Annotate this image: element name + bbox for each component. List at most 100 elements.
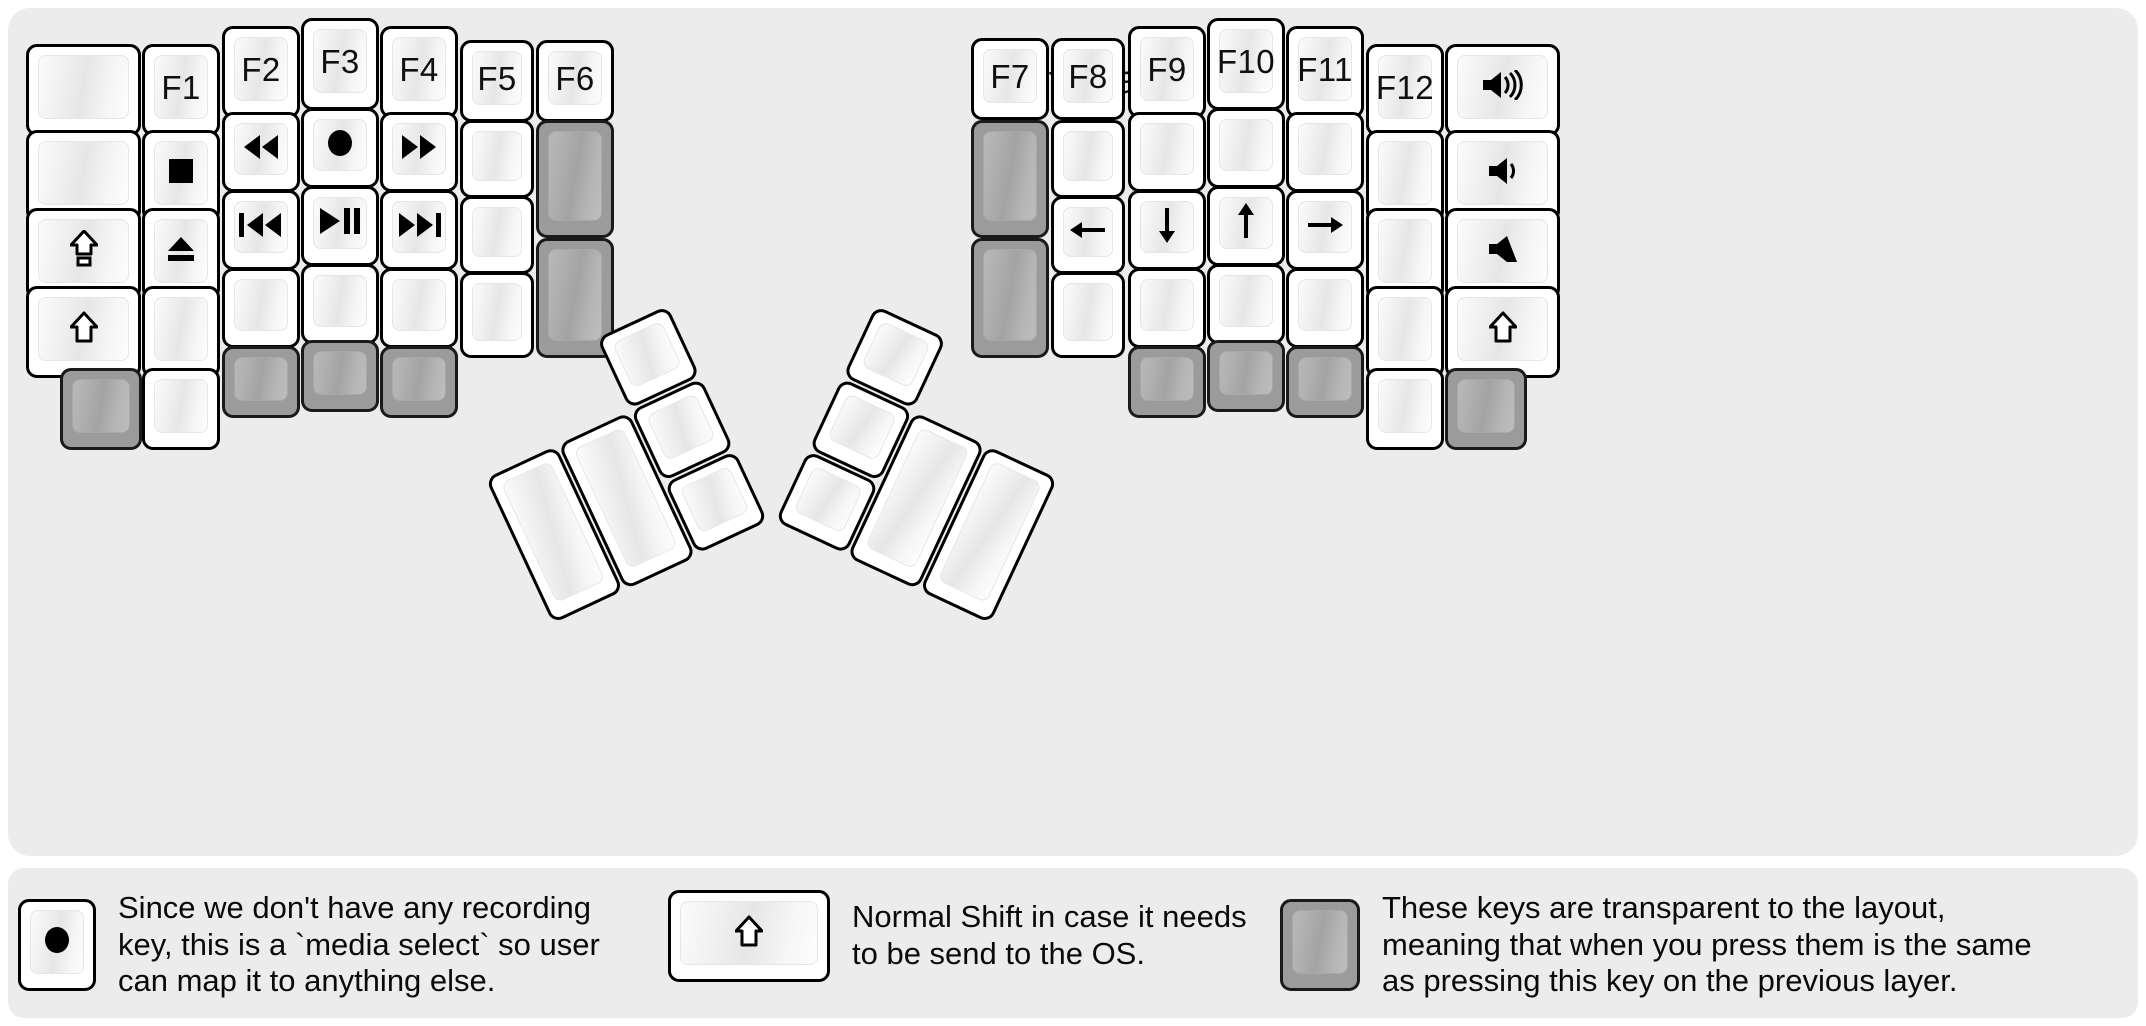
keycap-face (1219, 119, 1273, 171)
key-l-c4-r1[interactable]: F3 (301, 18, 379, 110)
key-r-c6-r5[interactable] (1366, 368, 1444, 450)
key-legend-record-k[interactable] (18, 898, 96, 991)
keycap-body (301, 108, 379, 188)
key-l-c3-r3[interactable] (222, 190, 300, 270)
keycap-face: F5 (472, 51, 522, 105)
key-r-c1-r3[interactable] (971, 238, 1049, 358)
keycap-body (1207, 264, 1285, 344)
caps-lock-icon (69, 229, 98, 272)
key-l-c1-r1[interactable] (26, 44, 141, 136)
keycap-body (222, 346, 300, 418)
key-l-c2-r4[interactable] (142, 286, 220, 378)
keycap-body (222, 112, 300, 192)
key-r-c5-r5[interactable] (1286, 346, 1364, 418)
keycap-face (472, 131, 522, 181)
key-l-c3-r1[interactable]: F2 (222, 26, 300, 118)
keycap-face: F6 (548, 51, 602, 105)
keycap-body: F8 (1051, 38, 1125, 120)
legend-transparent-swatch (1280, 898, 1360, 991)
key-l-c3-r5[interactable] (222, 346, 300, 418)
key-r-c4-r1[interactable]: F10 (1207, 18, 1285, 110)
key-r-c6-r3[interactable] (1366, 208, 1444, 300)
key-r-c5-r1[interactable]: F11 (1286, 26, 1364, 118)
key-r-c5-r4[interactable] (1286, 268, 1364, 348)
key-r-c6-r4[interactable] (1366, 286, 1444, 378)
key-l-c2-r5[interactable] (142, 368, 220, 450)
key-l-c7-r3[interactable] (536, 238, 614, 358)
key-label: F9 (1147, 50, 1187, 88)
keycap-body: F6 (536, 40, 614, 122)
keycap-face: F2 (234, 37, 288, 101)
key-l-c1-r5[interactable] (60, 368, 142, 450)
keycap-body (1366, 368, 1444, 450)
keycap-face (548, 249, 602, 341)
keycap-face: F9 (1140, 37, 1194, 101)
key-l-c5-r3[interactable] (380, 190, 458, 270)
keycap-body (971, 238, 1049, 358)
key-l-c4-r5[interactable] (301, 340, 379, 412)
key-l-c1-r2[interactable] (26, 130, 141, 222)
key-r-c7-r3[interactable] (1445, 208, 1560, 300)
key-r-c7-r5[interactable] (1445, 368, 1527, 450)
key-r-c3-r3[interactable] (1128, 190, 1206, 270)
key-l-c5-r1[interactable]: F4 (380, 26, 458, 118)
keycap-face (30, 909, 84, 974)
key-r-c3-r5[interactable] (1128, 346, 1206, 418)
arrow-left-icon (1070, 217, 1106, 247)
keycap-face (392, 279, 446, 331)
key-label: F5 (477, 59, 517, 97)
keycap-face: F11 (1297, 37, 1352, 101)
key-l-c6-r4[interactable] (460, 272, 534, 358)
key-r-c6-r2[interactable] (1366, 130, 1444, 222)
key-r-c5-r3[interactable] (1286, 190, 1364, 270)
keycap-face (793, 465, 864, 534)
key-l-c7-r2[interactable] (536, 120, 614, 238)
key-r-c2-r4[interactable] (1051, 272, 1125, 358)
key-l-c1-r3[interactable] (26, 208, 141, 300)
key-r-c4-r5[interactable] (1207, 340, 1285, 412)
key-r-c1-r1[interactable]: F7 (971, 38, 1049, 120)
keycap-face (827, 393, 898, 462)
keycap-face (1378, 297, 1432, 361)
eject-icon (166, 234, 196, 268)
key-legend-shift-k[interactable] (668, 890, 830, 982)
keycap-face (38, 55, 129, 119)
keycap-body (1366, 208, 1444, 300)
keycap-body: F12 (1366, 44, 1444, 136)
key-r-c2-r3[interactable] (1051, 196, 1125, 274)
key-r-c4-r4[interactable] (1207, 264, 1285, 344)
next-track-icon (396, 212, 442, 242)
key-l-c6-r3[interactable] (460, 196, 534, 274)
key-r-c7-r2[interactable] (1445, 130, 1560, 222)
key-l-c2-r3[interactable] (142, 208, 220, 300)
keycap-body (26, 44, 141, 136)
keycap-body (60, 368, 142, 450)
key-r-c6-r1[interactable]: F12 (1366, 44, 1444, 136)
key-r-c7-r1[interactable] (1445, 44, 1560, 136)
legend-record-text: Since we don't have any recording key, t… (118, 890, 600, 999)
key-r-c7-r4[interactable] (1445, 286, 1560, 378)
keycap-face (313, 119, 367, 171)
arrow-up-icon (1233, 203, 1259, 243)
keycap-face (313, 197, 367, 249)
key-label: F12 (1375, 68, 1435, 106)
key-r-c2-r1[interactable]: F8 (1051, 38, 1125, 120)
key-l-c3-r2[interactable] (222, 112, 300, 192)
key-l-c2-r1[interactable]: F1 (142, 44, 220, 136)
right-thumb-cluster (8, 8, 2138, 856)
shift-icon (69, 311, 98, 347)
key-l-c4-r2[interactable] (301, 108, 379, 188)
key-l-c7-r1[interactable]: F6 (536, 40, 614, 122)
key-r-c1-r2[interactable] (971, 120, 1049, 238)
keycap-face (1219, 197, 1273, 249)
key-l-c6-r1[interactable]: F5 (460, 40, 534, 122)
key-l-c5-r5[interactable] (380, 346, 458, 418)
key-l-c1-r4[interactable] (26, 286, 141, 378)
keycap-face (1140, 357, 1194, 401)
key-legend-transparent-k[interactable] (1280, 898, 1360, 991)
keycap-body (1128, 346, 1206, 418)
keycap-body (301, 186, 379, 266)
key-l-c4-r3[interactable] (301, 186, 379, 266)
key-l-c5-r2[interactable] (380, 112, 458, 192)
keycap-face (1298, 279, 1352, 331)
